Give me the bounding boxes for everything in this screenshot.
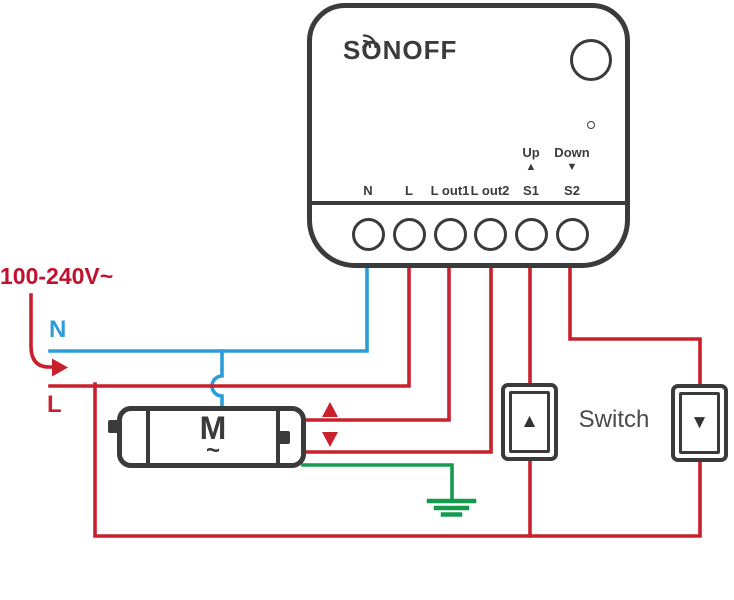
neutral-wire-label: N [49, 316, 67, 343]
motor-up-arrow-icon [322, 402, 338, 417]
motor-terminal-nub [280, 431, 290, 444]
motor-shaft-tab [108, 420, 119, 433]
wall-switch-up-rocker: ▲ [509, 391, 550, 453]
s1-up-arrow-icon: ▲ [525, 161, 537, 173]
s2-wire [568, 264, 702, 389]
terminal-label-s2: S2 [564, 183, 580, 198]
brand-logo: SONOFF [343, 35, 458, 65]
terminal-screw-s2 [556, 218, 589, 251]
ground-wire [301, 463, 454, 502]
s2-function-label: Down [554, 145, 590, 160]
s2-down-arrow-icon: ▼ [566, 161, 578, 173]
sonoff-device: SONOFF Up Down ▲ ▼ N L L out1 L out2 S1 … [307, 3, 630, 268]
terminal-label-lout2: L out2 [470, 183, 510, 198]
neutral-wire [48, 264, 369, 353]
bottom-bus-wire [93, 382, 702, 538]
terminal-label-n: N [363, 183, 373, 198]
terminal-screw-l [393, 218, 426, 251]
motor-symbol: M ~ [108, 406, 306, 468]
wall-switch-down-rocker: ▼ [679, 392, 720, 454]
supply-voltage-label: 100-240V~ [0, 263, 114, 289]
lout2-wire [303, 264, 493, 454]
neutral-motor-branch-wire [210, 349, 224, 412]
terminal-screw-s1 [515, 218, 548, 251]
pairing-button [570, 39, 612, 81]
status-led [587, 121, 595, 129]
switch-label: Switch [578, 406, 650, 433]
motor-endcap-left [146, 411, 150, 463]
wall-switch-up: ▲ [501, 383, 558, 461]
motor-endcap-right [276, 411, 280, 463]
red-arrow-icons [52, 358, 338, 447]
supply-arrowhead-icon [52, 358, 68, 377]
down-rocker-arrow-icon: ▼ [690, 412, 709, 433]
s1-function-label: Up [522, 145, 540, 160]
terminal-block-divider [307, 201, 630, 205]
terminal-screw-lout1 [434, 218, 467, 251]
terminal-label-s1: S1 [523, 183, 539, 198]
live-wires [29, 264, 702, 538]
up-rocker-arrow-icon: ▲ [520, 411, 539, 432]
motor-ac-symbol: ~ [205, 437, 220, 464]
ground-symbol-icon [426, 498, 477, 517]
live-wire-label: L [47, 391, 62, 418]
terminal-screw-n [352, 218, 385, 251]
live-wire [48, 264, 411, 388]
motor-down-arrow-icon [322, 432, 338, 447]
motor-label: M [199, 410, 227, 446]
lout1-wire [303, 264, 451, 422]
terminal-label-l: L [405, 183, 413, 198]
wall-switch-down: ▼ [671, 384, 728, 462]
terminal-screw-lout2 [474, 218, 507, 251]
ground-wires [301, 463, 477, 517]
supply-arrow-line [29, 293, 55, 369]
wifi-icon [362, 34, 377, 49]
terminal-label-lout1: L out1 [430, 183, 470, 198]
